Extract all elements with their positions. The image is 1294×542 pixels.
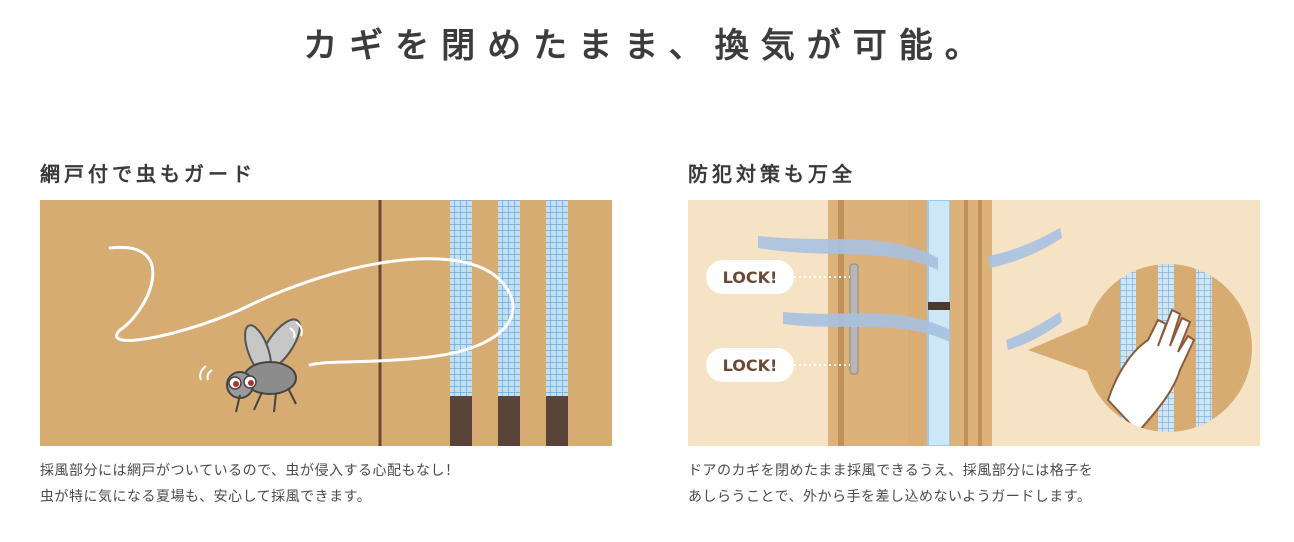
slat-post	[546, 396, 568, 446]
screen-slat	[450, 200, 472, 396]
screen-slat	[498, 200, 520, 396]
insect-screen-illustration	[40, 200, 612, 446]
security-title: 防犯対策も万全	[688, 162, 856, 186]
page-headline: カギを閉めたまま、換気が可能。	[303, 26, 991, 66]
caption-line: 虫が特に気になる夏場も、安心して採風できます。	[40, 489, 372, 505]
caption-line: ドアのカギを閉めたまま採風できるうえ、採風部分には格子を	[688, 463, 1094, 479]
security-caption: ドアのカギを閉めたまま採風できるうえ、採風部分には格子を あしらうことで、外から…	[688, 458, 1260, 510]
airflow-icon	[758, 228, 1062, 350]
insect-screen-panel: 網戸付で虫もガード	[40, 160, 612, 510]
door-surface	[40, 200, 612, 446]
screen-slat	[546, 200, 568, 396]
screen-slats	[450, 200, 568, 446]
security-illustration: LOCK! LOCK!	[688, 200, 1260, 446]
caption-line: あしらうことで、外から手を差し込めないようガードします。	[688, 489, 1092, 505]
lock-label-top: LOCK!	[706, 260, 850, 294]
security-panel: 防犯対策も万全	[688, 160, 1260, 510]
slat-post	[450, 396, 472, 446]
hand-icon	[1106, 308, 1196, 432]
magnified-lattice-icon	[1028, 264, 1252, 432]
svg-text:LOCK!: LOCK!	[723, 268, 778, 287]
mosquito-flight-path	[108, 245, 515, 367]
svg-text:LOCK!: LOCK!	[723, 356, 778, 375]
lock-label-bottom: LOCK!	[706, 348, 850, 382]
caption-line: 採風部分には網戸がついているので、虫が侵入する心配もなし！	[40, 463, 460, 479]
slat-post	[498, 396, 520, 446]
insect-screen-caption: 採風部分には網戸がついているので、虫が侵入する心配もなし！ 虫が特に気になる夏場…	[40, 458, 612, 510]
mosquito-icon	[199, 318, 303, 413]
insect-screen-title: 網戸付で虫もガード	[40, 162, 256, 186]
